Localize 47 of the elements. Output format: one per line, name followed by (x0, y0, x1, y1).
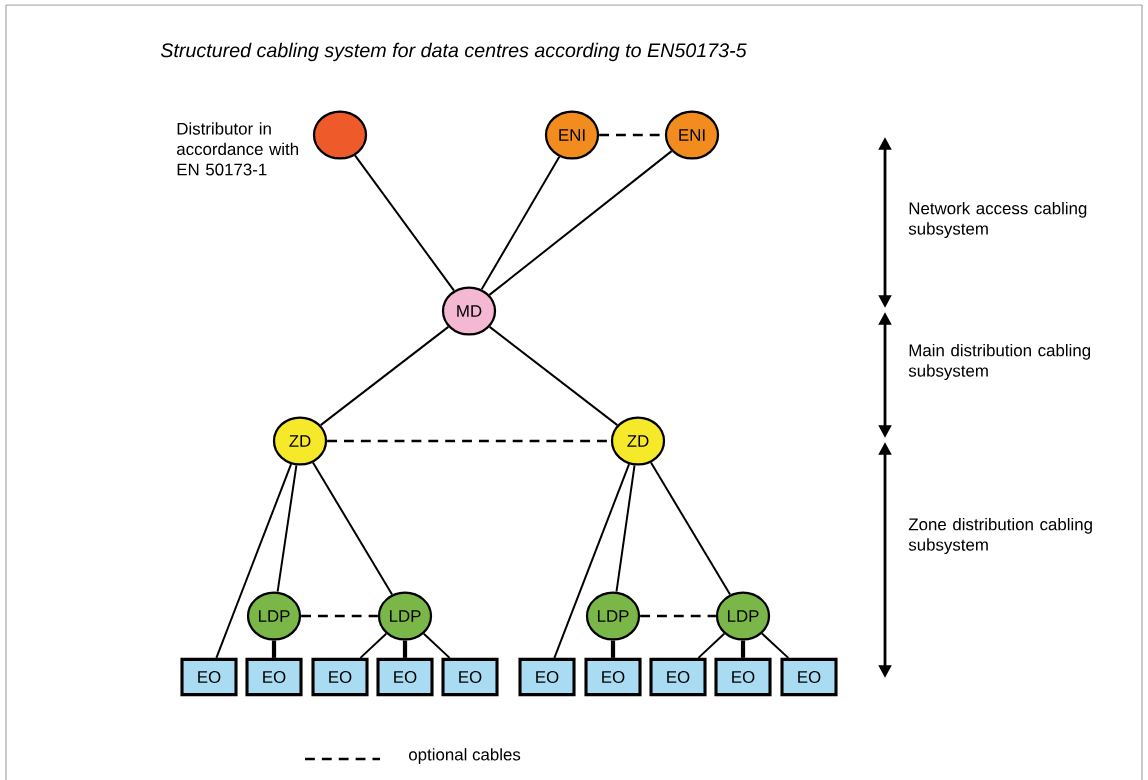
legend-label: optional cables (409, 748, 521, 764)
circle-node (312, 110, 368, 160)
cable-line (402, 640, 408, 658)
circle-node: ZD (610, 416, 666, 466)
circle-node: LDP (246, 591, 302, 641)
title: Structured cabling system for data centres according to EN50173-5 (160, 42, 747, 62)
outlet-box: EO (180, 657, 238, 697)
cable-line (640, 614, 716, 618)
outlet-box: EO (311, 657, 369, 697)
cable-line (761, 632, 790, 659)
cable-line (359, 632, 388, 659)
cable-line (480, 155, 561, 291)
cable-line (301, 614, 378, 618)
outlet-box: EO (441, 657, 499, 697)
cable-line (276, 464, 298, 593)
outlet-box: EO (245, 657, 303, 697)
node-caption: Distributor in accordance with EN 50173-1 (177, 122, 298, 176)
cable-line (740, 640, 746, 658)
cable-line (215, 463, 293, 659)
outlet-box: EO (780, 657, 838, 697)
cable-line (553, 463, 631, 659)
outlet-box: EO (376, 657, 434, 697)
cable-line (488, 325, 619, 427)
cable-line (319, 325, 450, 427)
outlet-box: EO (714, 657, 772, 697)
subsystem-label: Network access cabling subsystem (908, 201, 1087, 239)
circle-node: ENI (544, 110, 600, 160)
circle-node: LDP (377, 591, 433, 641)
circle-node: ZD (272, 416, 328, 466)
subsystem-label: Main distribution cabling subsystem (908, 343, 1090, 381)
cable-line (488, 150, 673, 296)
circle-node: LDP (585, 591, 641, 641)
cable-line (697, 632, 726, 659)
cable-line (610, 640, 616, 658)
cable-line (271, 640, 277, 658)
outlet-box: EO (649, 657, 707, 697)
outlet-box: EO (518, 657, 576, 697)
outlet-box: EO (584, 657, 642, 697)
subsystem-label: Zone distribution cabling subsystem (908, 517, 1092, 555)
cable-line (354, 154, 455, 292)
cable-line (615, 464, 636, 593)
circle-node: ENI (664, 110, 720, 160)
circle-node: MD (441, 286, 497, 336)
circle-node: LDP (715, 591, 771, 641)
cable-line (422, 632, 451, 659)
cable-line (311, 461, 394, 596)
cable-line (649, 461, 732, 596)
